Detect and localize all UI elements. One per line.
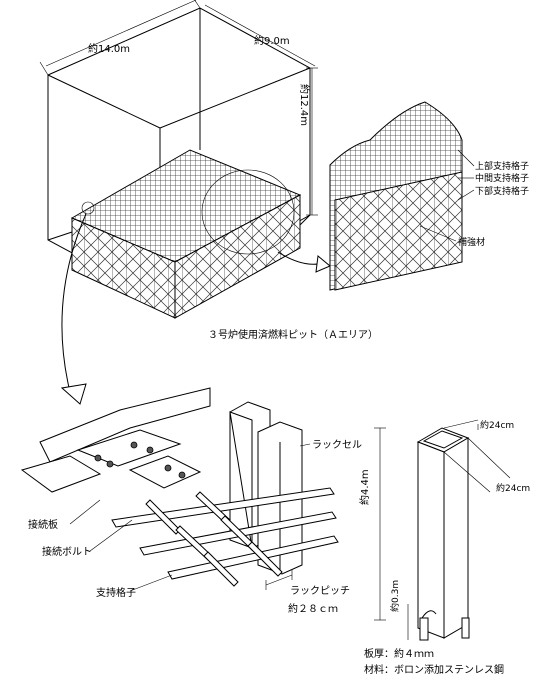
middle-grid-label: 中間支持格子 [475,172,529,184]
cell-foot-right [461,617,470,639]
arrow-to-joint [61,213,87,393]
support-grid-member-3 [167,535,339,580]
detail-drawing: 上部支持格子 中間支持格子 下部支持格子 補強材 [329,101,529,291]
small-detail-circle [81,201,95,215]
cell-drawing: 約24cm 約24cm 約4.4m 約0.3m 板厚：約４ｍｍ 材料：ボロン添加… [358,419,530,676]
rack-side-face [174,194,301,319]
bolt-2 [106,460,114,468]
detail-side-lattice [334,171,463,291]
rack-pitch-value: 約２８ｃｍ [288,602,338,615]
cell-front [417,441,445,639]
large-detail-circle [201,169,295,255]
dim-height: 約12.4m [298,84,311,126]
bolt-6 [178,471,186,479]
support-grid-label: 支持格子 [96,586,136,599]
plate-lower [128,455,202,489]
bolt-label: 接続ボルト [42,545,92,558]
upper-grid-label: 上部支持格子 [475,160,529,172]
pit-drawing: 約14.0m 約9.0m 約12.4m [39,0,318,319]
dim-width: 約9.0m [254,34,290,47]
cell-width-a: 約24cm [480,419,514,431]
rack-cell-label: ラックセル [312,439,362,451]
dim-length: 約14.0m [88,42,130,55]
lower-grid-label: 下部支持格子 [475,185,529,197]
cell-material: 材料：ボロン添加ステンレス鋼 [364,663,504,676]
arrow-to-detail [277,251,319,265]
cell-width-b: 約24cm [496,482,530,494]
bolt-5 [164,464,172,472]
dim-length-line [47,7,201,76]
connecting-plate [76,429,182,467]
bolt-4 [146,446,154,454]
cell-height: 約4.4m [358,469,371,505]
plate-label: 接続板 [28,518,58,531]
bolt-1 [94,454,102,462]
cell-foot-height: 約0.3m [389,580,401,612]
cell-foot-left [419,617,429,641]
joint-drawing: ラックセル 接続板 接続ボルト 支持格子 ラックピッチ 約２８ｃｍ [20,387,362,615]
plate-left [20,455,102,493]
bolt-3 [130,441,138,449]
pit-caption: ３号炉使用済燃料ピット（Ａエリア） [208,328,378,341]
rack-pitch-label: ラックピッチ [290,585,350,597]
cell-side [443,437,469,639]
cell-thickness: 板厚：約４ｍｍ [364,647,434,660]
brace-label: 補強材 [458,236,485,248]
